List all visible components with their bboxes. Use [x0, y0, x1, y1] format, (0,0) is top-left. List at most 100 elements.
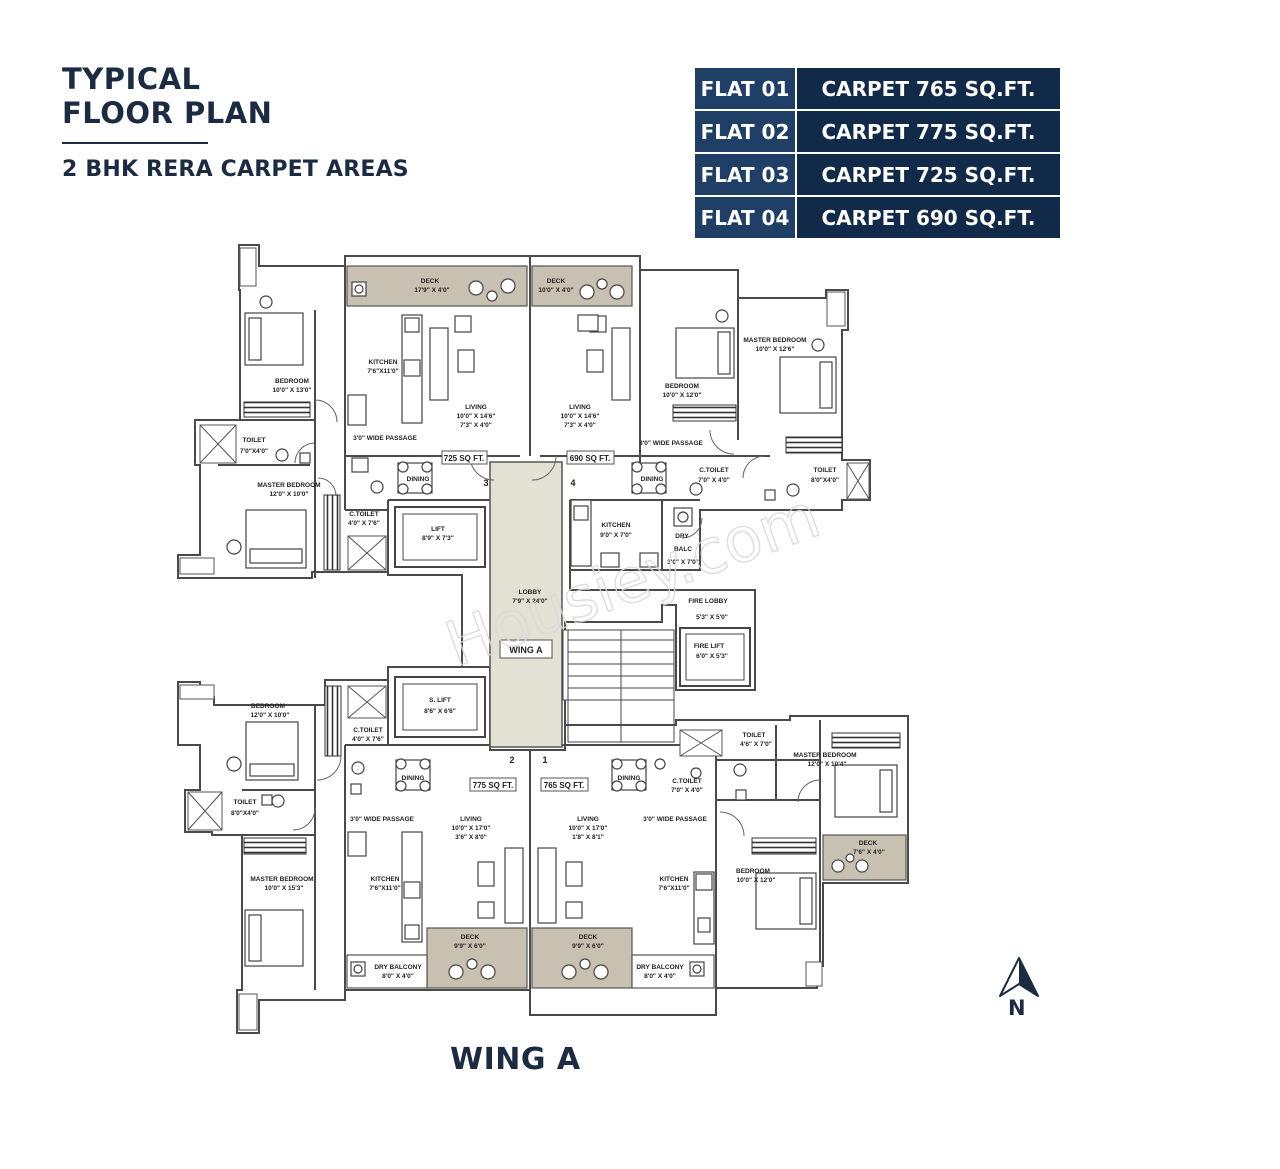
- room-dimension: 7'3" X 4'0": [460, 422, 492, 429]
- staircase: [562, 629, 675, 743]
- room-name: DRY BALCONY: [374, 964, 422, 971]
- room-name: TOILET: [743, 732, 766, 739]
- room-name: LIVING: [460, 816, 482, 823]
- room-name: LOBBY: [519, 589, 542, 596]
- room-name: FIRE LOBBY: [688, 598, 728, 605]
- upper-floor-walls: [177, 244, 871, 751]
- room-name: TOILET: [234, 799, 257, 806]
- flat-label: FLAT 01: [693, 66, 797, 111]
- flat-label: FLAT 04: [693, 195, 797, 240]
- dining-sets: [395, 461, 667, 792]
- room-dimension: 10'0" X 12'6": [756, 346, 795, 353]
- room-name: MASTER BEDROOM: [257, 482, 320, 489]
- room-dimension: 5'3" X 5'0": [696, 614, 728, 621]
- room-name: MASTER BEDROOM: [793, 752, 856, 759]
- room-dimension: 12'0" X 10'0": [270, 491, 309, 498]
- room-dimension: 3'0" X 7'0": [667, 559, 699, 566]
- flat-number: 2: [509, 755, 514, 765]
- dining-label: DINING: [618, 775, 641, 782]
- passage-label: 3'0" WIDE PASSAGE: [350, 816, 414, 823]
- room-name: C.TOILET: [349, 511, 379, 518]
- dining-label: DINING: [407, 476, 430, 483]
- room-dimension: 8'0" X 4'0": [382, 973, 414, 980]
- room-name: BEDROOM: [665, 383, 699, 390]
- deck-chairs: [350, 278, 869, 980]
- room-dimension: 12'0" X 10'4": [808, 761, 847, 768]
- room-labels: DECK 17'9" X 4'0" DECK 10'0" X 4'0" KITC…: [231, 278, 885, 980]
- table-row: FLAT 02 CARPET 775 SQ.FT.: [693, 109, 1062, 154]
- room-dimension: 10'0" X 12'0": [737, 877, 776, 884]
- room-name: KITCHEN: [660, 876, 689, 883]
- room-name: DECK: [547, 278, 566, 285]
- carpet-area-value: CARPET 725 SQ.FT.: [795, 152, 1062, 197]
- wing-caption: WING A: [450, 1042, 581, 1077]
- room-name: BALC: [674, 546, 692, 553]
- room-name: BEDROOM: [251, 703, 285, 710]
- room-name: KITCHEN: [371, 876, 400, 883]
- table-row: FLAT 01 CARPET 765 SQ.FT.: [693, 66, 1062, 111]
- north-arrow-icon: [999, 957, 1039, 997]
- room-dimension: 10'0" X 17'0": [569, 825, 608, 832]
- living-furniture: [429, 315, 631, 924]
- room-dimension: 7'0" X 4'0": [671, 787, 703, 794]
- room-name: LIVING: [577, 816, 599, 823]
- flat-sqft-label: 765 SQ FT.: [544, 781, 584, 790]
- room-dimension: 3'6" X 8'0": [455, 834, 487, 841]
- room-dimension: 10'0" X 14'6": [561, 413, 600, 420]
- carpet-area-table: FLAT 01 CARPET 765 SQ.FT. FLAT 02 CARPET…: [693, 66, 1062, 240]
- room-dimension: 10'0" X 12'0": [663, 392, 702, 399]
- carpet-area-value: CARPET 690 SQ.FT.: [795, 195, 1062, 240]
- room-dimension: 8'6" X 6'6": [424, 708, 456, 715]
- room-dimension: 10'0" X 13'0": [273, 387, 312, 394]
- room-dimension: 7'6"X11'0": [369, 885, 400, 892]
- room-name: TOILET: [814, 467, 837, 474]
- flat-number: 3: [483, 478, 488, 488]
- flat-sqft-label: 775 SQ FT.: [473, 781, 513, 790]
- room-dimension: 4'6" X 7'0": [740, 741, 772, 748]
- room-name: BEDROOM: [275, 378, 309, 385]
- room-dimension: 4'0" X 7'6": [352, 736, 384, 743]
- wardrobes: [243, 401, 901, 855]
- beds: [244, 312, 898, 967]
- room-dimension: 9'9" X 6'0": [572, 943, 604, 950]
- room-name: DECK: [461, 934, 480, 941]
- passage-label: 3'0" WIDE PASSAGE: [353, 435, 417, 442]
- table-row: FLAT 03 CARPET 725 SQ.FT.: [693, 152, 1062, 197]
- room-dimension: 4'0" X 7'6": [348, 520, 380, 527]
- flat-number: 4: [570, 478, 575, 488]
- room-dimension: 10'0" X 17'0": [452, 825, 491, 832]
- room-dimension: 7'6"X11'0": [367, 368, 398, 375]
- flat-label: FLAT 03: [693, 152, 797, 197]
- passage-label: 3'0" WIDE PASSAGE: [643, 816, 707, 823]
- room-name: DECK: [579, 934, 598, 941]
- flat-sqft-label: 725 SQ FT.: [444, 454, 484, 463]
- room-name: C.TOILET: [353, 727, 383, 734]
- room-name: DRY: [675, 533, 689, 540]
- heading-block: TYPICAL FLOOR PLAN 2 BHK RERA CARPET ARE…: [62, 62, 409, 182]
- flat-area-tags: 725 SQ FT. 690 SQ FT. 775 SQ FT. 765 SQ …: [441, 450, 615, 792]
- room-dimension: 7'9" X 24'0": [512, 598, 547, 605]
- room-dimension: 8'0" X 4'0": [644, 973, 676, 980]
- flat-label: FLAT 02: [693, 109, 797, 154]
- room-name: MASTER BEDROOM: [743, 337, 806, 344]
- room-dimension: 10'0" X 15'3": [265, 885, 304, 892]
- room-dimension: 1'8" X 8'1": [572, 834, 604, 841]
- room-name: C.TOILET: [672, 778, 702, 785]
- room-name: KITCHEN: [602, 522, 631, 529]
- room-dimension: 8'9" X 7'3": [422, 535, 454, 542]
- plan-subtitle: 2 BHK RERA CARPET AREAS: [62, 157, 409, 182]
- room-name: C.TOILET: [699, 467, 729, 474]
- room-name: DRY BALCONY: [636, 964, 684, 971]
- north-label: N: [1008, 996, 1026, 1020]
- room-dimension: 17'9" X 4'0": [414, 287, 449, 294]
- room-dimension: 6'0" X 5'3": [696, 653, 728, 660]
- title-underline: [62, 142, 208, 144]
- room-dimension: 7'3" X 4'0": [564, 422, 596, 429]
- flat-sqft-label: 690 SQ FT.: [570, 454, 610, 463]
- room-name: BEDROOM: [736, 868, 770, 875]
- room-dimension: 9'0" X 7'0": [600, 532, 632, 539]
- plan-title-line-2: FLOOR PLAN: [62, 96, 273, 130]
- room-dimension: 8'0"X4'0": [811, 477, 839, 484]
- room-dimension: 10'0" X 4'0": [538, 287, 573, 294]
